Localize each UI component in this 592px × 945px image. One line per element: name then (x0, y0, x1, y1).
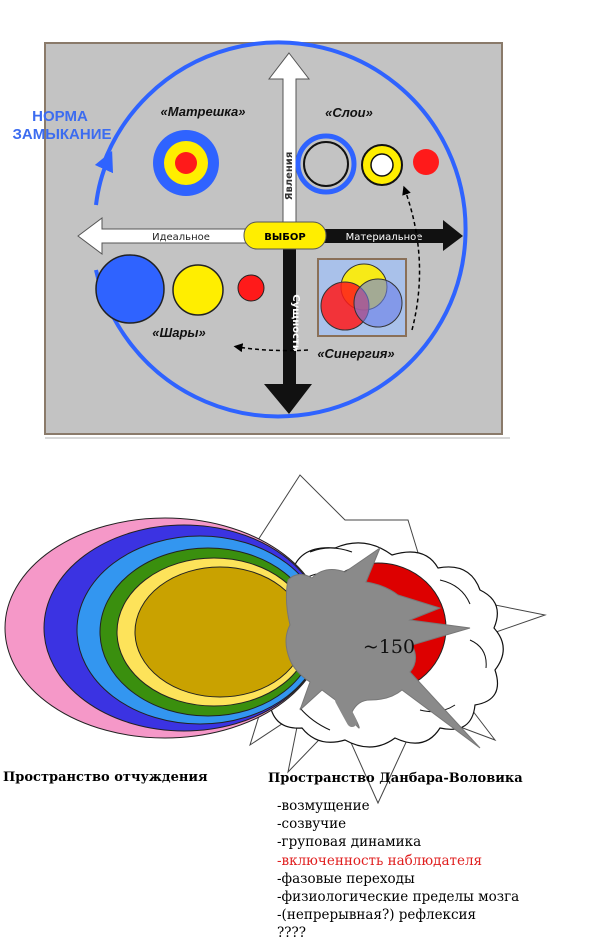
sloi-inner-ring (303, 141, 349, 187)
list-item: -груповая динамика (277, 834, 422, 851)
list-item: -возмущение (277, 798, 370, 814)
list-item: ???? (277, 925, 306, 942)
list-item: -(непрерывная?) рефлексия (277, 907, 477, 924)
shary-red-ball (237, 274, 265, 302)
top-diagram: НОРМА ЗАМЫКАНИЕ Явления Сущности Идеальн… (12, 40, 510, 439)
axis-up-label: Явления (284, 152, 295, 200)
synergy-label: «Синергия» (317, 346, 394, 361)
ring-arrow-icon (94, 150, 114, 206)
caption-alienation: Пространство отчуждения (3, 770, 208, 785)
matreshka-inner-circle (175, 152, 197, 174)
list-item: -созвучие (277, 816, 347, 833)
center-choice-pill (243, 221, 327, 250)
bottom-diagram: ~150 (4, 474, 547, 805)
number-label: ~150 (363, 636, 415, 658)
shary-blue-ball (95, 254, 165, 324)
gray-splat (285, 546, 481, 749)
splat-drip (335, 695, 357, 727)
axis-right-label: Материальное (346, 232, 423, 243)
list-item-highlighted: -включенность наблюдателя (277, 852, 483, 869)
list-item: -фазовые переходы (277, 870, 415, 887)
list-item: -физиологические пределы мозга (277, 889, 520, 906)
properties-list: -возмущение -созвучие -груповая динамика… (277, 797, 519, 943)
shary-yellow-ball (172, 264, 224, 316)
sloi-yellow-hole (370, 153, 394, 177)
sloi-blue-ring (295, 133, 357, 195)
synergy-blue-circle (353, 278, 403, 328)
norma-label: НОРМА (32, 108, 88, 125)
dashed-arrow-up-icon (402, 185, 421, 331)
caption-dunbar: Пространство Данбара-Воловика (268, 771, 523, 786)
dashed-arrow-left-icon (233, 343, 309, 353)
shary-label: «Шары» (152, 325, 205, 340)
matreshka-label: «Матрешка» (161, 104, 246, 119)
axis-down-arrow (264, 248, 312, 414)
sloi-red-dot (413, 149, 439, 175)
axis-left-label: Идеальное (152, 232, 210, 243)
ellipse-gold (134, 566, 306, 698)
norma-ring (94, 40, 468, 419)
axis-down-label: Сущности (290, 294, 301, 351)
axis-right-arrow (323, 220, 463, 251)
center-choice-label: ВЫБОР (264, 232, 305, 243)
zamykanie-label: ЗАМЫКАНИЕ (12, 126, 111, 143)
sloi-label: «Слои» (325, 105, 373, 120)
